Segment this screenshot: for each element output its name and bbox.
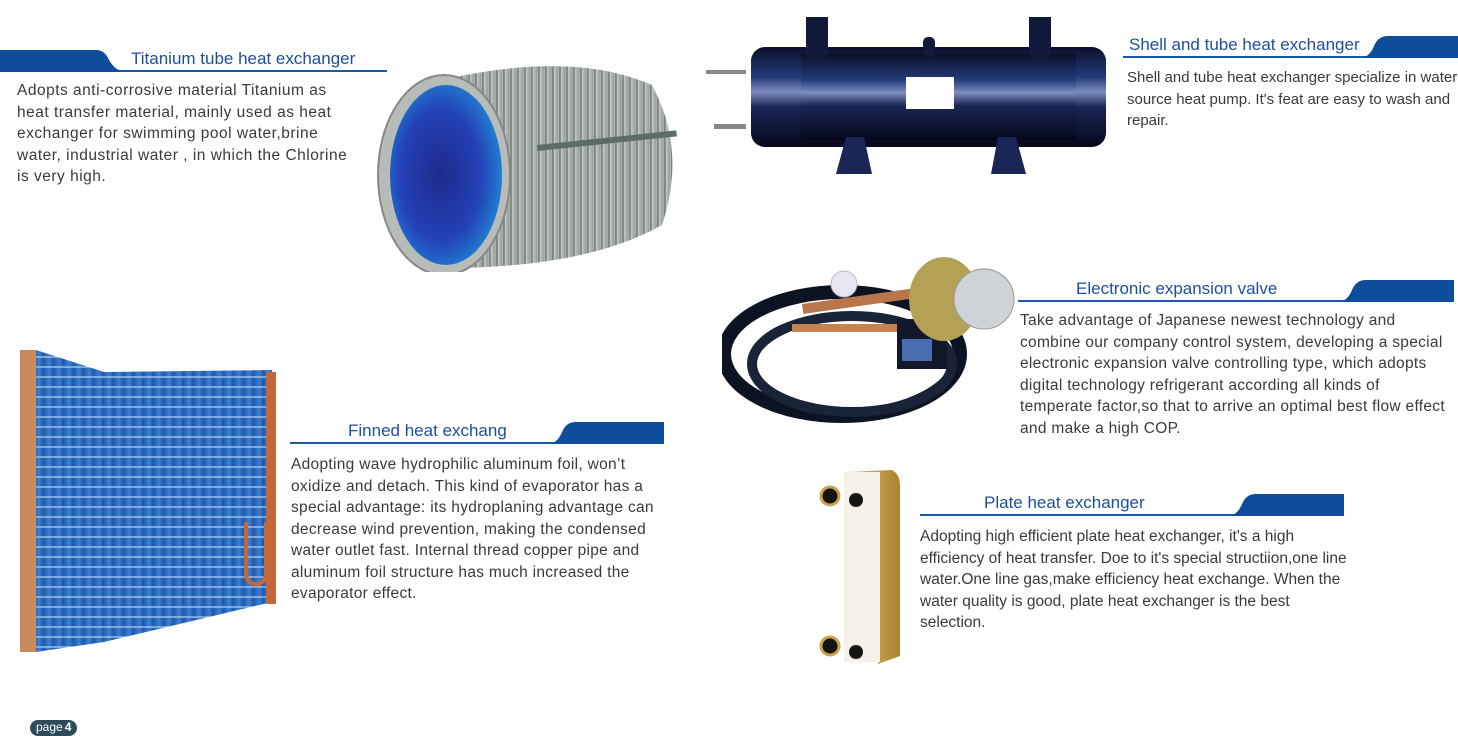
finned-heat-exchanger-image <box>20 350 276 652</box>
valve-description: Take advantage of Japanese newest techno… <box>1020 312 1445 437</box>
heading-tab-shape <box>1230 494 1344 516</box>
titanium-tube-image <box>377 66 677 272</box>
plate-description: Adopting high efficient plate heat excha… <box>920 528 1347 631</box>
plate-heat-exchanger-image <box>819 470 900 664</box>
heading-tab-shape <box>550 422 664 444</box>
shell-description: Shell and tube heat exchanger specialize… <box>1127 69 1458 129</box>
valve-title: Electronic expansion valve <box>1076 279 1278 298</box>
heading-tab-shape <box>1362 36 1458 58</box>
valve-heading: Electronic expansion valve <box>1018 276 1454 302</box>
plate-heading: Plate heat exchanger <box>920 490 1344 516</box>
plate-title: Plate heat exchanger <box>984 493 1145 512</box>
page-number: 4 <box>64 720 72 734</box>
page-label: page <box>36 720 63 734</box>
expansion-valve-image <box>722 257 1015 423</box>
finned-title: Finned heat exchang <box>348 421 507 440</box>
titanium-description: Adopts anti-corrosive material Titanium … <box>17 82 348 185</box>
finned-description: Adopting wave hydrophilic aluminum foil,… <box>291 456 654 602</box>
shell-title: Shell and tube heat exchanger <box>1129 35 1360 54</box>
heading-tab-shape <box>0 50 124 72</box>
shell-heading: Shell and tube heat exchanger <box>1123 32 1458 58</box>
heading-tab-shape <box>1340 280 1454 302</box>
titanium-heading: Titanium tube heat exchanger <box>0 46 387 72</box>
titanium-title: Titanium tube heat exchanger <box>131 49 356 68</box>
shell-tube-image <box>706 17 1106 174</box>
finned-heading: Finned heat exchang <box>290 418 664 444</box>
